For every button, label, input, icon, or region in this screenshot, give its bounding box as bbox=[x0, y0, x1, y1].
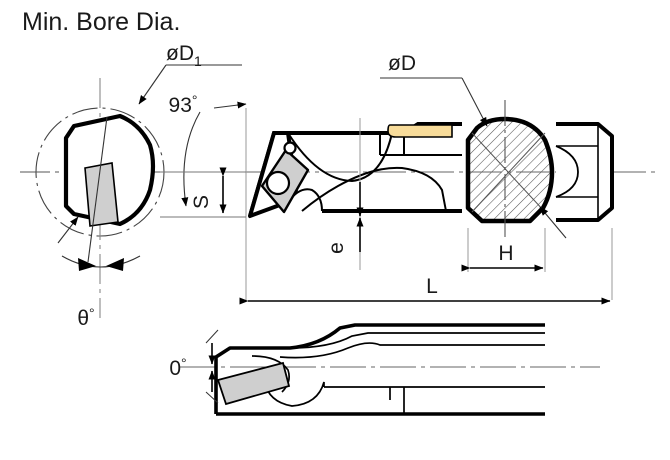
lead-angle-label: 93° bbox=[169, 92, 198, 117]
tail-outline bbox=[556, 122, 614, 222]
cutting-insert-front bbox=[84, 162, 119, 227]
shank-dia-leader-2 bbox=[539, 206, 567, 239]
theta-label: θ° bbox=[77, 305, 94, 330]
insert-axis-line bbox=[87, 116, 108, 263]
lead-angle-arc-left bbox=[181, 111, 201, 207]
bore-diameter-label: øD1 bbox=[166, 42, 202, 69]
side-view bbox=[228, 108, 660, 300]
front-end-view: θ° bbox=[20, 78, 180, 330]
page-title: Min. Bore Dia. bbox=[22, 8, 180, 36]
bore-dia-leader bbox=[138, 64, 167, 105]
bottom-inner-line-1 bbox=[289, 332, 545, 349]
s-dimension: S bbox=[160, 167, 246, 218]
zero-angle-ext-bottom bbox=[205, 391, 219, 404]
bottom-view: 0° bbox=[169, 323, 600, 416]
shank-tail bbox=[555, 122, 614, 300]
e-dimension-label: e bbox=[325, 242, 348, 254]
cutting-insert-bottom bbox=[216, 361, 291, 406]
s-dimension-label: S bbox=[190, 195, 213, 209]
h-dimension-label: H bbox=[498, 242, 513, 265]
bottom-top-outline bbox=[214, 323, 545, 414]
theta-arrow-left bbox=[78, 258, 96, 271]
shank-diameter-label: øD bbox=[388, 52, 416, 75]
h-dimension: H bbox=[461, 228, 546, 272]
l-dimension: L bbox=[239, 275, 611, 305]
l-dimension-label: L bbox=[426, 275, 438, 298]
bore-diameter-callout: øD1 bbox=[138, 42, 242, 105]
bottom-inner-line-2 bbox=[279, 342, 545, 359]
chip-flute-upper bbox=[287, 132, 393, 183]
section-diagonal-2 bbox=[471, 132, 546, 213]
shank-dia-leader bbox=[461, 77, 488, 127]
tail-arc bbox=[555, 145, 579, 198]
shank-diameter-callout: øD bbox=[380, 52, 488, 127]
coolant-shim bbox=[387, 124, 453, 138]
insert-center-hole bbox=[265, 170, 291, 196]
zero-angle-ext-top bbox=[205, 329, 219, 344]
clamp-screw-hole bbox=[283, 141, 297, 155]
e-dimension: e bbox=[325, 182, 364, 254]
lead-angle-arrow-right bbox=[213, 101, 247, 109]
theta-angle-arc bbox=[61, 255, 141, 268]
shank-cross-section bbox=[465, 116, 555, 224]
theta-arrow-right bbox=[106, 258, 124, 271]
insert-leader-line bbox=[57, 216, 79, 244]
section-view bbox=[465, 100, 555, 240]
zero-angle-label: 0° bbox=[169, 355, 186, 380]
chip-flute-lower bbox=[301, 166, 447, 212]
lead-angle-callout: 93° bbox=[169, 92, 247, 207]
